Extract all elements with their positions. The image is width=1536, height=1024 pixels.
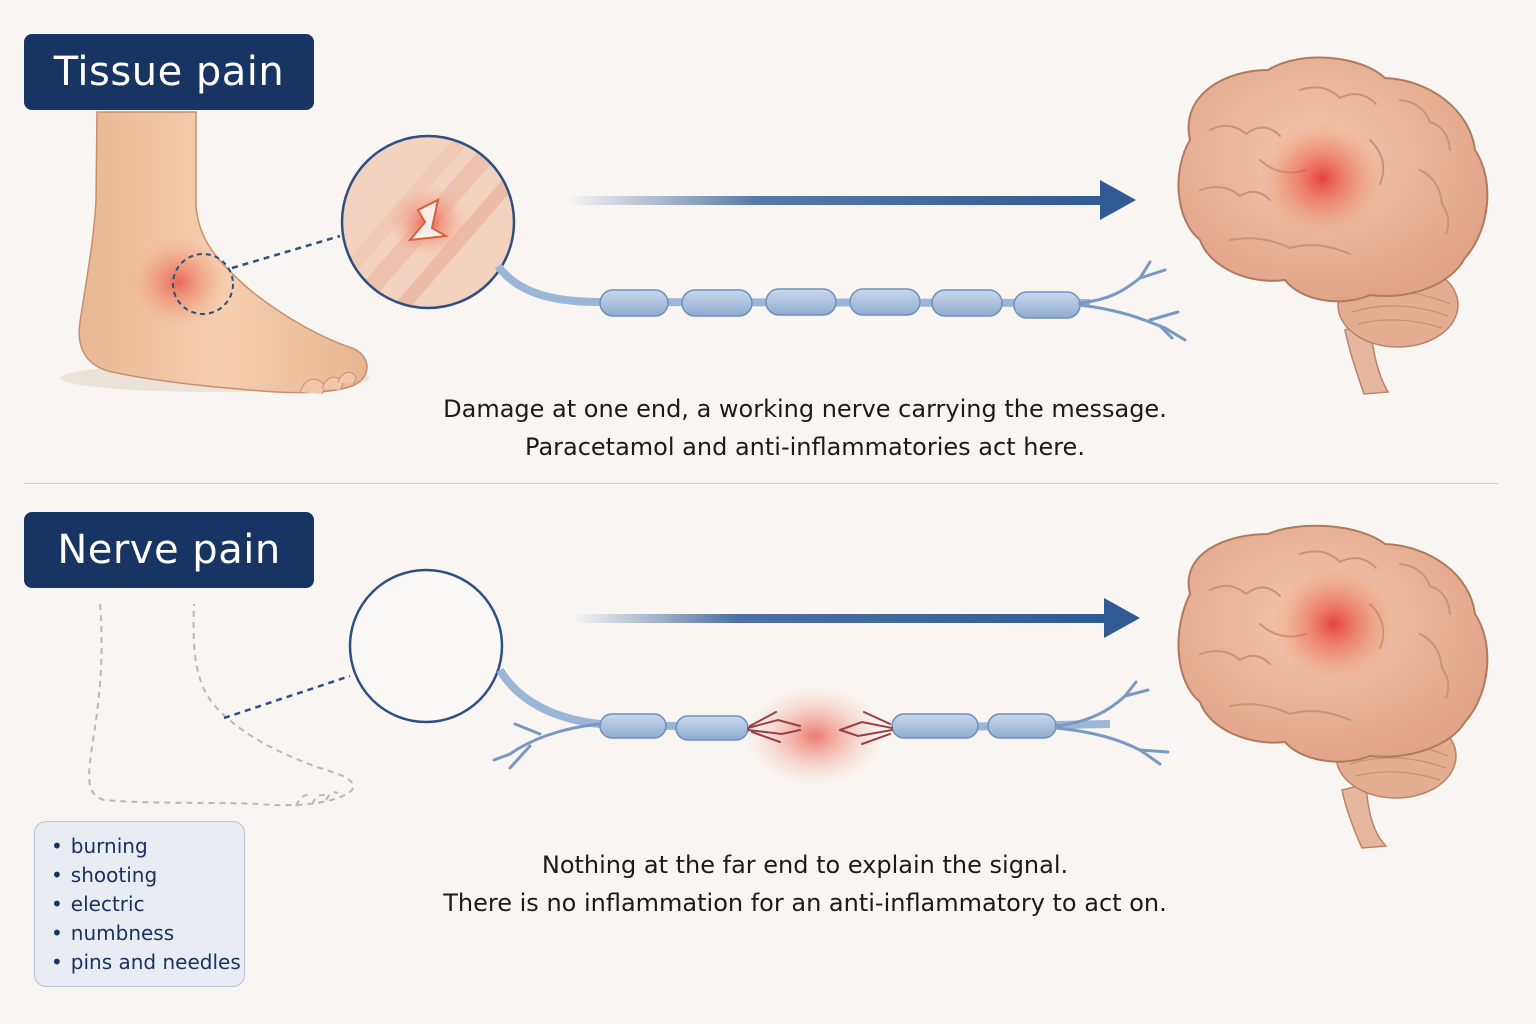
- brain-icon: [1177, 524, 1489, 849]
- nerve-pain-badge: Nerve pain: [24, 512, 314, 588]
- tissue-illustration: [60, 56, 1489, 395]
- symptom-list-box: burning shooting electric numbness pins …: [34, 821, 245, 987]
- section-divider: [24, 483, 1498, 484]
- empty-zoom-circle-icon: [348, 568, 504, 724]
- nerve-pain-section: Nerve pain burning shooting electric num…: [0, 484, 1536, 1024]
- foot-outline-icon: [88, 603, 355, 807]
- tissue-caption-line1: Damage at one end, a working nerve carry…: [443, 395, 1167, 423]
- tissue-caption-line2: Paracetamol and anti-inflammatories act …: [525, 433, 1085, 461]
- arrow-right-icon: [574, 598, 1140, 638]
- nerve-caption: Nothing at the far end to explain the si…: [300, 846, 1310, 922]
- symptom-item: shooting: [51, 861, 244, 890]
- brain-icon: [1177, 56, 1489, 395]
- symptom-item: pins and needles: [51, 948, 244, 977]
- arrow-right-icon: [568, 180, 1136, 220]
- tissue-pain-section: Tissue pain Damage at one end, a working…: [0, 0, 1536, 482]
- nerve-fiber-icon: [494, 260, 1187, 342]
- tissue-caption: Damage at one end, a working nerve carry…: [300, 390, 1310, 466]
- nerve-caption-line1: Nothing at the far end to explain the si…: [541, 851, 1069, 879]
- tissue-pain-badge: Tissue pain: [24, 34, 314, 110]
- nerve-caption-line2: There is no inflammation for an anti-inf…: [443, 889, 1167, 917]
- symptom-item: electric: [51, 890, 244, 919]
- symptom-item: burning: [51, 832, 244, 861]
- symptom-item: numbness: [51, 919, 244, 948]
- zoom-circle-icon: [340, 134, 516, 310]
- foot-icon: [60, 111, 370, 395]
- symptom-list: burning shooting electric numbness pins …: [51, 832, 244, 977]
- damaged-nerve-fiber-icon: [492, 667, 1170, 786]
- nerve-illustration: [88, 524, 1489, 849]
